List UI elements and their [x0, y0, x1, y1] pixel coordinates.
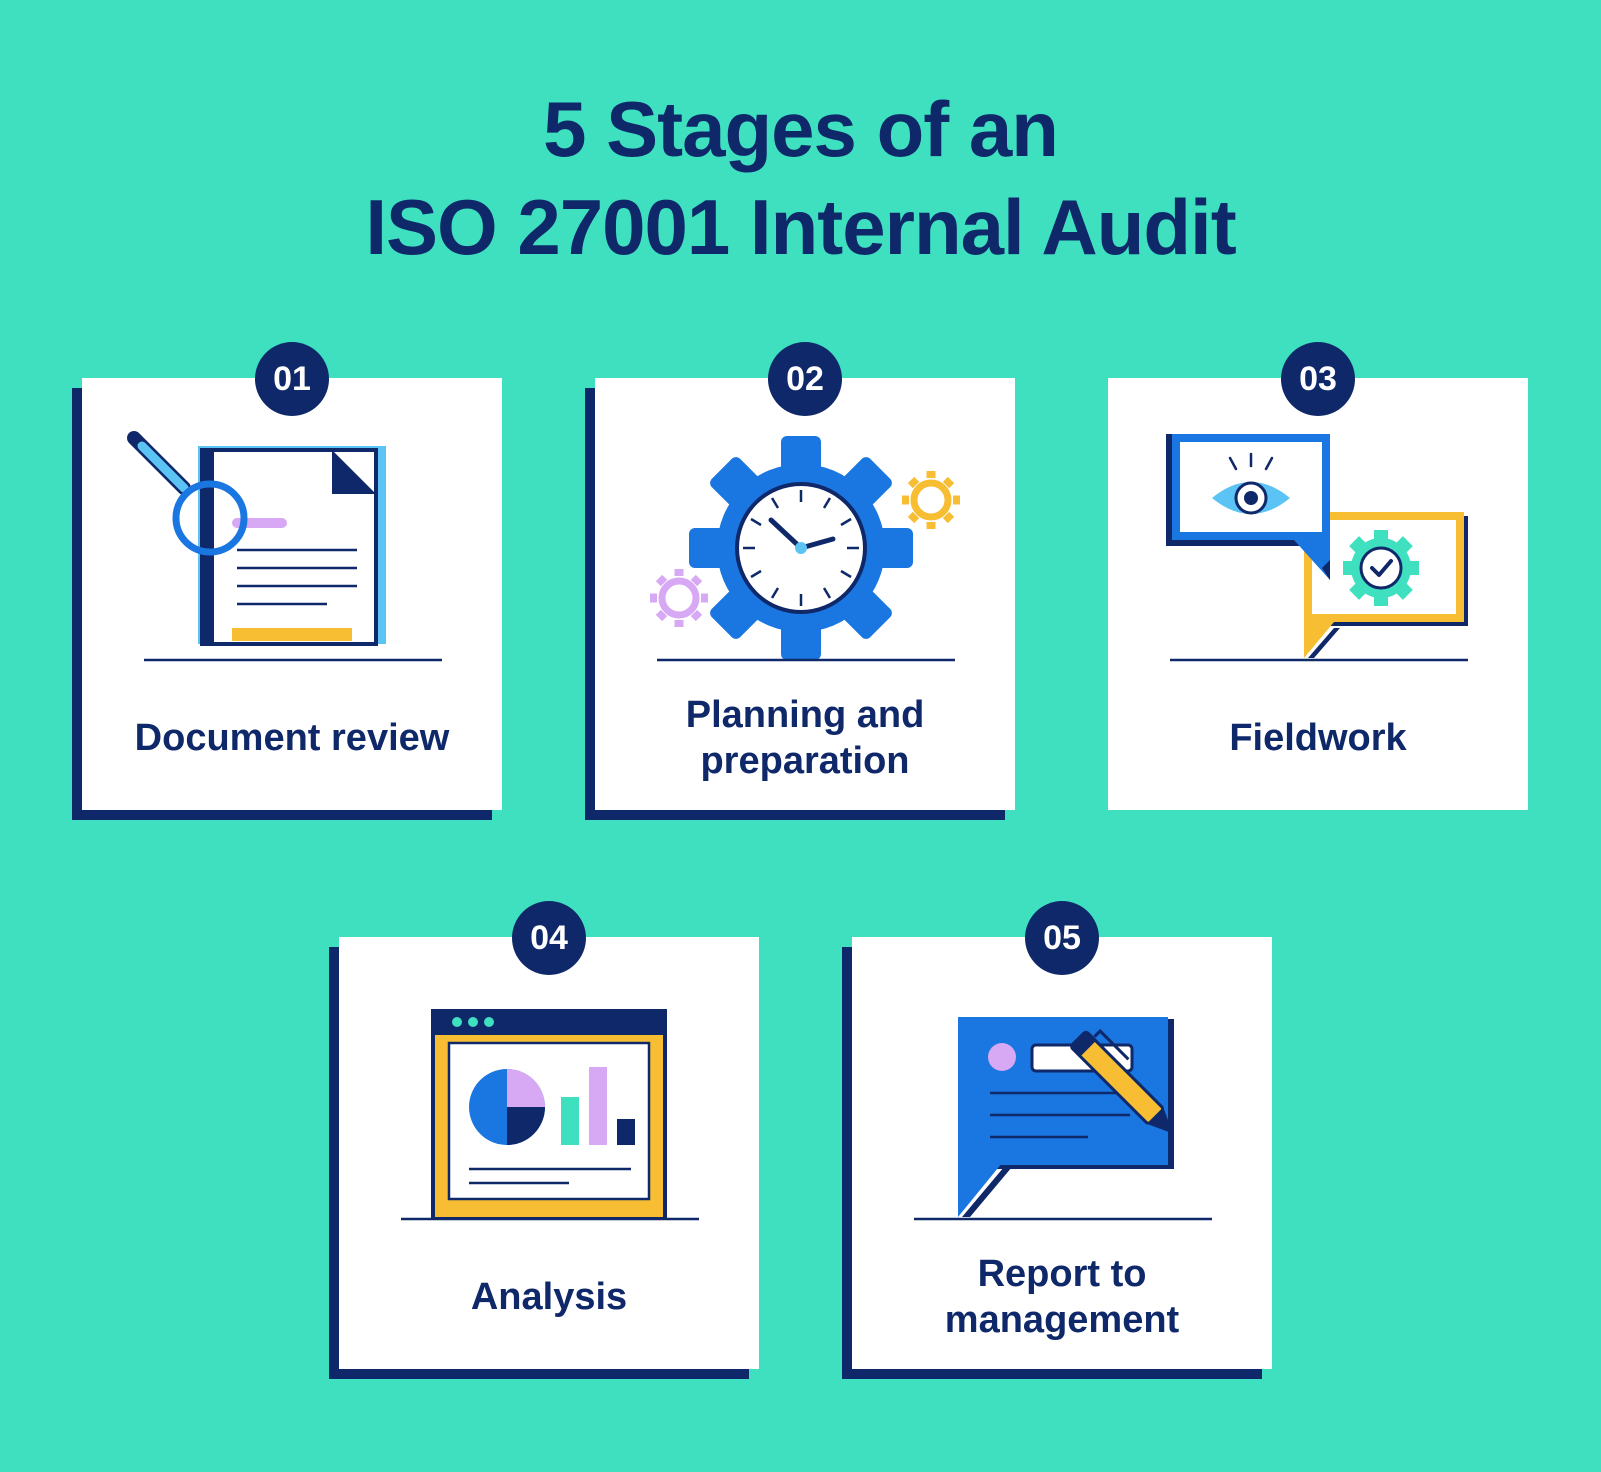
report-pen-icon: [914, 1017, 1212, 1221]
stage-label: Planning and preparation: [685, 694, 925, 782]
stage-label: Fieldwork: [1229, 717, 1407, 759]
stage-card-05: 05 Report to management: [852, 901, 1272, 1369]
stage-number-badge: 03: [1281, 342, 1355, 416]
stage-card-03: 03: [1108, 342, 1528, 810]
stage-number-badge: 05: [1025, 901, 1099, 975]
page-title: 5 Stages of an ISO 27001 Internal Audit: [0, 80, 1601, 276]
stage-card-01: 01 Document review: [82, 342, 502, 810]
stage-card-02: 02: [595, 342, 1015, 810]
stage-number-badge: 01: [255, 342, 329, 416]
document-magnifier-icon: [127, 431, 442, 662]
stage-label: Document review: [134, 717, 450, 759]
title-line-1: 5 Stages of an: [543, 85, 1059, 173]
stage-number-badge: 04: [512, 901, 586, 975]
title-line-2: ISO 27001 Internal Audit: [365, 183, 1236, 271]
gear-clock-icon: [650, 436, 960, 662]
analytics-dashboard-icon: [401, 1009, 699, 1221]
stage-label: Analysis: [470, 1276, 628, 1318]
stage-label: Report to management: [944, 1253, 1180, 1341]
stage-number-badge: 02: [768, 342, 842, 416]
stage-card-04: 04 Analysis: [339, 901, 759, 1369]
eye-checkmark-speech-bubbles-icon: [1166, 434, 1468, 662]
